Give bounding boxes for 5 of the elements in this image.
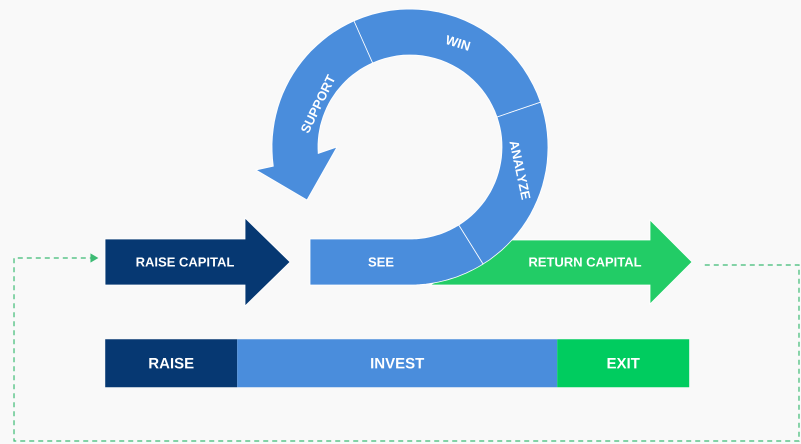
dashed-arrow bbox=[13, 253, 800, 442]
phase-bar: RAISE bbox=[105, 339, 238, 388]
phase-bar: EXIT bbox=[557, 339, 690, 388]
cycle-segment: SEE bbox=[310, 224, 484, 286]
phase-bar: INVEST bbox=[237, 339, 558, 388]
